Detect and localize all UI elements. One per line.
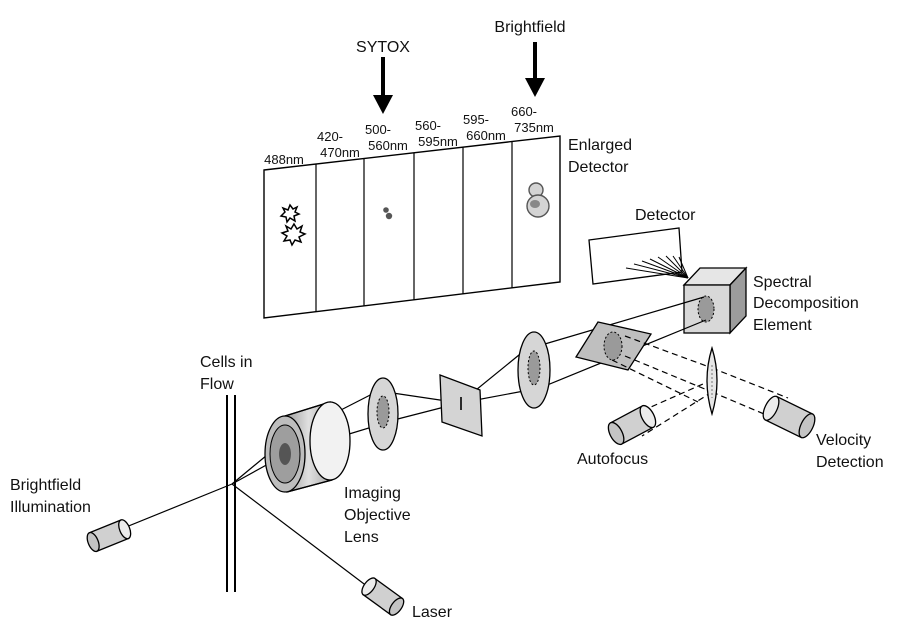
cells-in-flow-label-1: Cells in xyxy=(200,354,252,371)
spectral-decomposition-element xyxy=(682,266,748,335)
band-label-5a: 595- xyxy=(463,112,489,127)
relay-lens xyxy=(517,331,551,409)
detector-label: Detector xyxy=(635,207,696,224)
brightfield-arrow xyxy=(525,42,545,97)
autofocus-camera xyxy=(607,404,657,446)
brightfield-illumination-label-2: Illumination xyxy=(10,499,91,516)
brightfield-illumination-source xyxy=(86,519,132,553)
laser-label: Laser xyxy=(412,604,453,621)
band-label-3a: 500- xyxy=(365,122,391,137)
velocity-detection-label-1: Velocity xyxy=(816,432,871,449)
velocity-detection-label-2: Detection xyxy=(816,454,884,471)
scatter-cell-image xyxy=(279,203,307,247)
band-label-3b: 560nm xyxy=(368,138,408,153)
band-label-6a: 660- xyxy=(511,104,537,119)
cylindrical-lens xyxy=(706,345,718,417)
field-stop xyxy=(439,374,483,437)
laser-source xyxy=(361,577,405,616)
beam-splitter xyxy=(574,321,653,371)
sytox-nucleus-image xyxy=(383,207,393,220)
enlarged-detector-label-2: Detector xyxy=(568,159,629,176)
band-label-4b: 595nm xyxy=(418,134,458,149)
enlarged-detector-panel xyxy=(263,135,561,319)
band-label-2b: 470nm xyxy=(320,145,360,160)
spectral-label-3: Element xyxy=(753,317,812,334)
spectral-label-2: Decomposition xyxy=(753,295,859,312)
sytox-label: SYTOX xyxy=(356,39,410,56)
enlarged-detector-label-1: Enlarged xyxy=(568,137,632,154)
flow-channel xyxy=(226,395,236,592)
detector xyxy=(588,227,689,285)
brightfield-illumination-label-1: Brightfield xyxy=(10,477,81,494)
autofocus-label: Autofocus xyxy=(577,451,648,468)
sytox-arrow xyxy=(373,57,393,114)
spectral-label-1: Spectral xyxy=(753,274,812,291)
brightfield-cell-image xyxy=(526,182,550,218)
imaging-lens-label-2: Objective xyxy=(344,507,411,524)
band-label-2a: 420- xyxy=(317,129,343,144)
tube-lens xyxy=(367,377,399,451)
imaging-objective-lens xyxy=(264,401,351,493)
imaging-lens-label-3: Lens xyxy=(344,529,379,546)
imaging-lens-label-1: Imaging xyxy=(344,485,401,502)
band-label-6b: 735nm xyxy=(514,120,554,135)
band-labels: 488nm 420- 470nm 500- 560nm 560- 595nm 5… xyxy=(264,104,554,167)
brightfield-arrow-label: Brightfield xyxy=(494,19,565,36)
velocity-detection-camera xyxy=(762,395,816,439)
band-label-5b: 660nm xyxy=(466,128,506,143)
cells-in-flow-label-2: Flow xyxy=(200,376,234,393)
band-label-4a: 560- xyxy=(415,118,441,133)
band-label-1: 488nm xyxy=(264,152,304,167)
